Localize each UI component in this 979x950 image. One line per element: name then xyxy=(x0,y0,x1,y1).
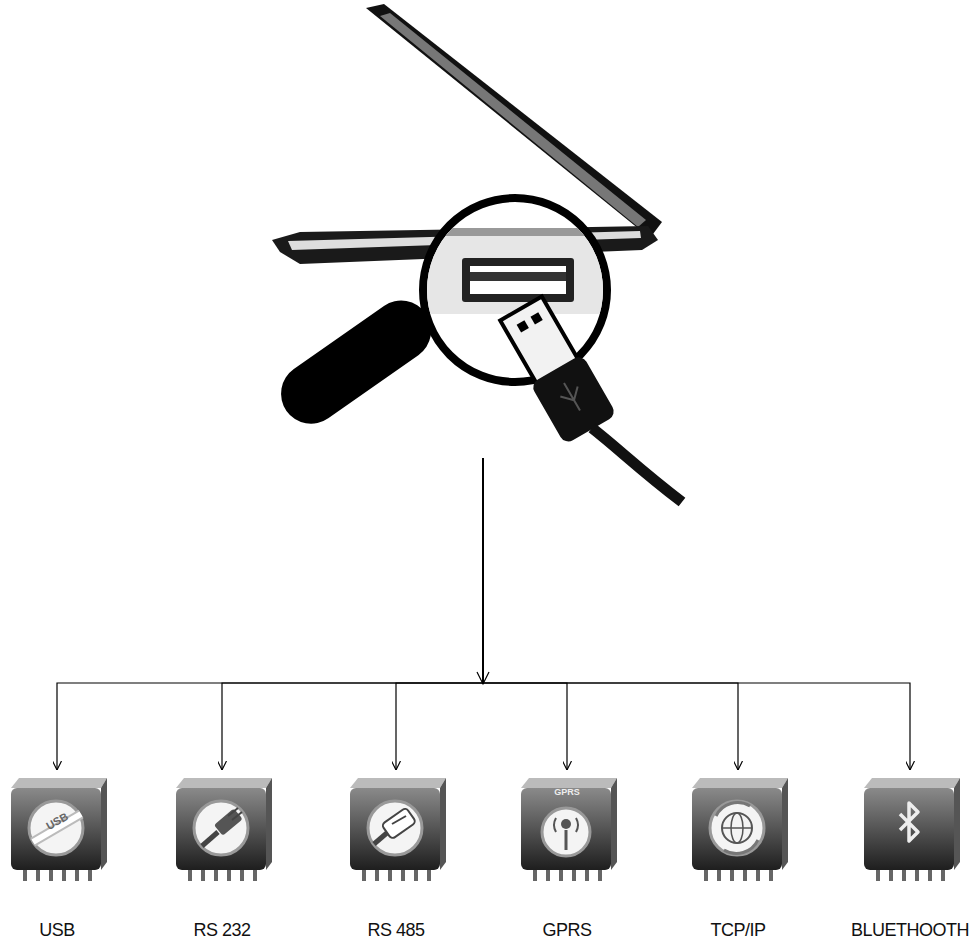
interface-module: RS 485 xyxy=(336,770,456,945)
module-label: BLUETHOOTH xyxy=(830,920,979,941)
module-icon xyxy=(336,770,456,885)
laptop-side-edge xyxy=(420,228,620,236)
interface-module: BLUETHOOTH xyxy=(850,770,970,945)
module-icon xyxy=(162,770,282,885)
module-label: TCP/IP xyxy=(658,920,818,941)
magnifier-handle xyxy=(269,289,443,436)
icon-text: GPRS xyxy=(507,787,627,797)
connector-arrow xyxy=(483,458,738,770)
module-label: RS 485 xyxy=(316,920,476,941)
usb-port-opening xyxy=(470,266,566,294)
module-label: GPRS xyxy=(487,920,647,941)
laptop-node xyxy=(288,0,678,458)
junction-arrowhead xyxy=(477,672,489,684)
interface-module: RS 232 xyxy=(162,770,282,945)
module-label: RS 232 xyxy=(142,920,302,941)
module-icon xyxy=(0,770,117,885)
connector-arrow xyxy=(483,458,567,770)
connector-arrow xyxy=(57,458,483,770)
interface-module: USBUSB xyxy=(0,770,117,945)
usb-cable xyxy=(592,428,682,502)
connector-arrow xyxy=(483,458,910,770)
connector-arrow xyxy=(396,458,483,770)
module-label: USB xyxy=(0,920,137,941)
connector-arrow xyxy=(222,458,483,770)
module-icon xyxy=(850,770,970,885)
module-icon xyxy=(678,770,798,885)
interface-module: TCP/IP xyxy=(678,770,798,945)
usb-port-tongue xyxy=(470,272,566,281)
laptop-side xyxy=(420,232,620,314)
usb-plug xyxy=(495,293,617,444)
usb-port xyxy=(462,258,574,302)
interface-module: GPRSGPRS xyxy=(507,770,627,945)
